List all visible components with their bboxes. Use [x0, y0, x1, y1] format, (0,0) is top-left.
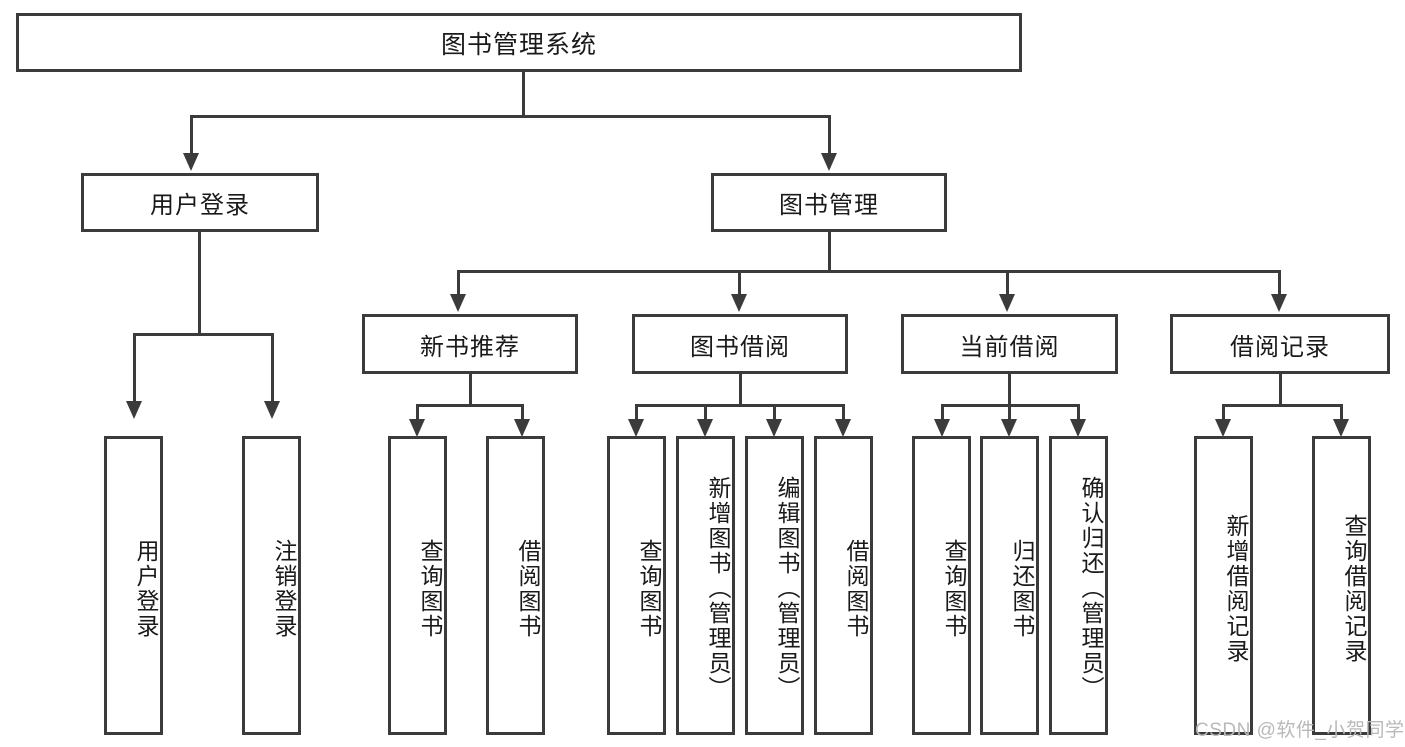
node-label: 编辑图书（管理员） — [774, 476, 800, 701]
edge-book-manage-stem — [828, 232, 831, 272]
node-root-system[interactable]: 图书管理系统 — [16, 13, 1022, 72]
node-label: 用户登录 — [150, 192, 250, 219]
leaf-current-borrow-return[interactable]: 归还图书 — [980, 436, 1039, 735]
leaf-current-borrow-confirm[interactable]: 确认归还（管理员） — [1049, 436, 1108, 735]
node-label: 图书借阅 — [690, 333, 790, 361]
node-label: 图书管理 — [779, 192, 879, 219]
edge-book-borrow-leaf-2 — [704, 404, 707, 420]
node-borrow-record[interactable]: 借阅记录 — [1170, 314, 1390, 374]
arrow-to-borrow-record — [1271, 294, 1287, 312]
node-label: 查询图书 — [417, 538, 443, 639]
leaf-book-borrow-add[interactable]: 新增图书（管理员） — [676, 436, 735, 735]
node-label: 图书管理系统 — [440, 30, 597, 59]
node-label: 新增借阅记录 — [1223, 513, 1249, 664]
arrow-to-current-borrow — [999, 294, 1015, 312]
edge-current-borrow-leaf-3 — [1077, 404, 1080, 420]
node-label: 注销登录 — [271, 538, 297, 639]
arrow-book-borrow-leaf-2 — [697, 419, 713, 437]
leaf-borrow-record-query[interactable]: 查询借阅记录 — [1312, 436, 1371, 735]
node-label: 当前借阅 — [959, 333, 1060, 361]
edge-borrow-record-leaf-1 — [1222, 404, 1225, 420]
edge-to-book-manage — [828, 115, 831, 153]
node-book-management[interactable]: 图书管理 — [711, 173, 947, 232]
edge-book-borrow-leaf-4 — [842, 404, 845, 420]
arrow-current-borrow-leaf-2 — [1001, 419, 1017, 437]
edge-to-new-book — [457, 270, 460, 294]
arrow-new-book-leaf-1 — [409, 419, 425, 437]
leaf-user-login-logout[interactable]: 注销登录 — [242, 436, 301, 735]
edge-new-book-stem — [469, 374, 472, 406]
arrow-to-book-manage — [821, 153, 837, 171]
edge-user-login-stem — [198, 232, 201, 335]
arrow-user-login-leaf-1 — [126, 401, 142, 419]
edge-borrow-record-stem — [1279, 374, 1282, 406]
node-label: 新书推荐 — [420, 333, 520, 361]
edge-to-book-borrow — [738, 270, 741, 294]
edge-level3-distributor — [457, 270, 1278, 273]
edge-to-current-borrow — [1006, 270, 1009, 294]
edge-root-stem — [522, 72, 525, 117]
arrow-borrow-record-leaf-1 — [1215, 419, 1231, 437]
arrow-to-book-borrow — [731, 294, 747, 312]
arrow-to-user-login — [183, 153, 199, 171]
leaf-user-login-login[interactable]: 用户登录 — [104, 436, 163, 735]
edge-book-borrow-distributor — [635, 404, 844, 407]
edge-user-login-leaf-2 — [271, 333, 274, 401]
edge-to-borrow-record — [1278, 270, 1281, 294]
edge-current-borrow-stem — [1008, 374, 1011, 406]
arrow-current-borrow-leaf-1 — [934, 419, 950, 437]
edge-book-borrow-leaf-1 — [635, 404, 638, 420]
edge-level2-distributor — [190, 115, 830, 118]
edge-borrow-record-distributor — [1222, 404, 1341, 407]
leaf-book-borrow-query[interactable]: 查询图书 — [607, 436, 666, 735]
node-label: 查询图书 — [941, 538, 967, 639]
leaf-borrow-record-add[interactable]: 新增借阅记录 — [1194, 436, 1253, 735]
arrow-new-book-leaf-2 — [514, 419, 530, 437]
edge-new-book-leaf-1 — [416, 404, 419, 420]
leaf-book-borrow-edit[interactable]: 编辑图书（管理员） — [745, 436, 804, 735]
node-label: 归还图书 — [1009, 538, 1035, 639]
leaf-new-book-query[interactable]: 查询图书 — [388, 436, 447, 735]
edge-current-borrow-leaf-2 — [1008, 404, 1011, 420]
edge-book-borrow-leaf-3 — [773, 404, 776, 420]
node-label: 借阅记录 — [1230, 333, 1330, 361]
node-book-borrow[interactable]: 图书借阅 — [632, 314, 848, 374]
leaf-new-book-borrow[interactable]: 借阅图书 — [486, 436, 545, 735]
edge-current-borrow-leaf-1 — [941, 404, 944, 420]
leaf-book-borrow-borrow[interactable]: 借阅图书 — [814, 436, 873, 735]
node-label: 查询借阅记录 — [1341, 513, 1367, 664]
node-label: 用户登录 — [133, 538, 159, 639]
edge-to-user-login — [190, 115, 193, 153]
watermark-text: CSDN @软件_小贺同学 — [1195, 720, 1405, 741]
edge-book-borrow-stem — [739, 374, 742, 406]
edge-user-login-distributor — [133, 333, 273, 336]
arrow-to-new-book — [450, 294, 466, 312]
node-user-login[interactable]: 用户登录 — [81, 173, 319, 232]
node-label: 查询图书 — [636, 538, 662, 639]
arrow-book-borrow-leaf-1 — [628, 419, 644, 437]
arrow-user-login-leaf-2 — [264, 401, 280, 419]
edge-new-book-leaf-2 — [521, 404, 524, 420]
node-current-borrow[interactable]: 当前借阅 — [901, 314, 1118, 374]
node-label: 借阅图书 — [515, 538, 541, 639]
leaf-current-borrow-query[interactable]: 查询图书 — [912, 436, 971, 735]
node-label: 新增图书（管理员） — [705, 476, 731, 701]
edge-user-login-leaf-1 — [133, 333, 136, 401]
edge-new-book-distributor — [416, 404, 524, 407]
node-label: 确认归还（管理员） — [1078, 476, 1104, 701]
arrow-book-borrow-leaf-4 — [835, 419, 851, 437]
edge-borrow-record-leaf-2 — [1340, 404, 1343, 420]
arrow-borrow-record-leaf-2 — [1333, 419, 1349, 437]
arrow-current-borrow-leaf-3 — [1070, 419, 1086, 437]
node-new-book-recommend[interactable]: 新书推荐 — [362, 314, 578, 374]
arrow-book-borrow-leaf-3 — [766, 419, 782, 437]
node-label: 借阅图书 — [843, 538, 869, 639]
